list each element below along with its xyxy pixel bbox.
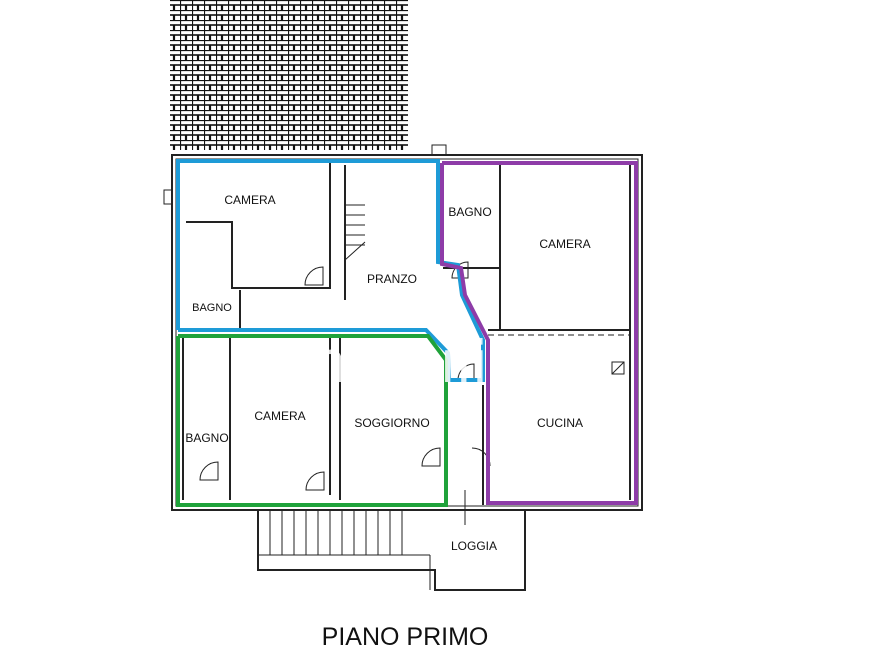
room-label-pranzo: PRANZO xyxy=(367,272,417,286)
room-label-bagno-w: BAGNO xyxy=(192,302,232,314)
room-label-bagno-sw: BAGNO xyxy=(185,431,228,445)
balcony xyxy=(257,510,526,591)
zone-outline-blue xyxy=(176,159,485,382)
watermark: immobiliare xyxy=(238,328,582,396)
plan-title: PIANO PRIMO xyxy=(322,623,489,651)
room-label-soggiorno: SOGGIORNO xyxy=(354,416,429,430)
room-label-cucina: CUCINA xyxy=(537,416,583,430)
roof-hatch xyxy=(170,0,408,150)
zone-outline-purple xyxy=(440,161,638,505)
room-label-loggia: LOGGIA xyxy=(451,539,497,553)
room-label-camera-nw: CAMERA xyxy=(224,193,275,207)
zone-outline-green xyxy=(176,334,448,507)
room-label-camera-s: CAMERA xyxy=(254,409,305,423)
room-label-camera-ne: CAMERA xyxy=(539,237,590,251)
room-label-bagno-n: BAGNO xyxy=(448,205,491,219)
